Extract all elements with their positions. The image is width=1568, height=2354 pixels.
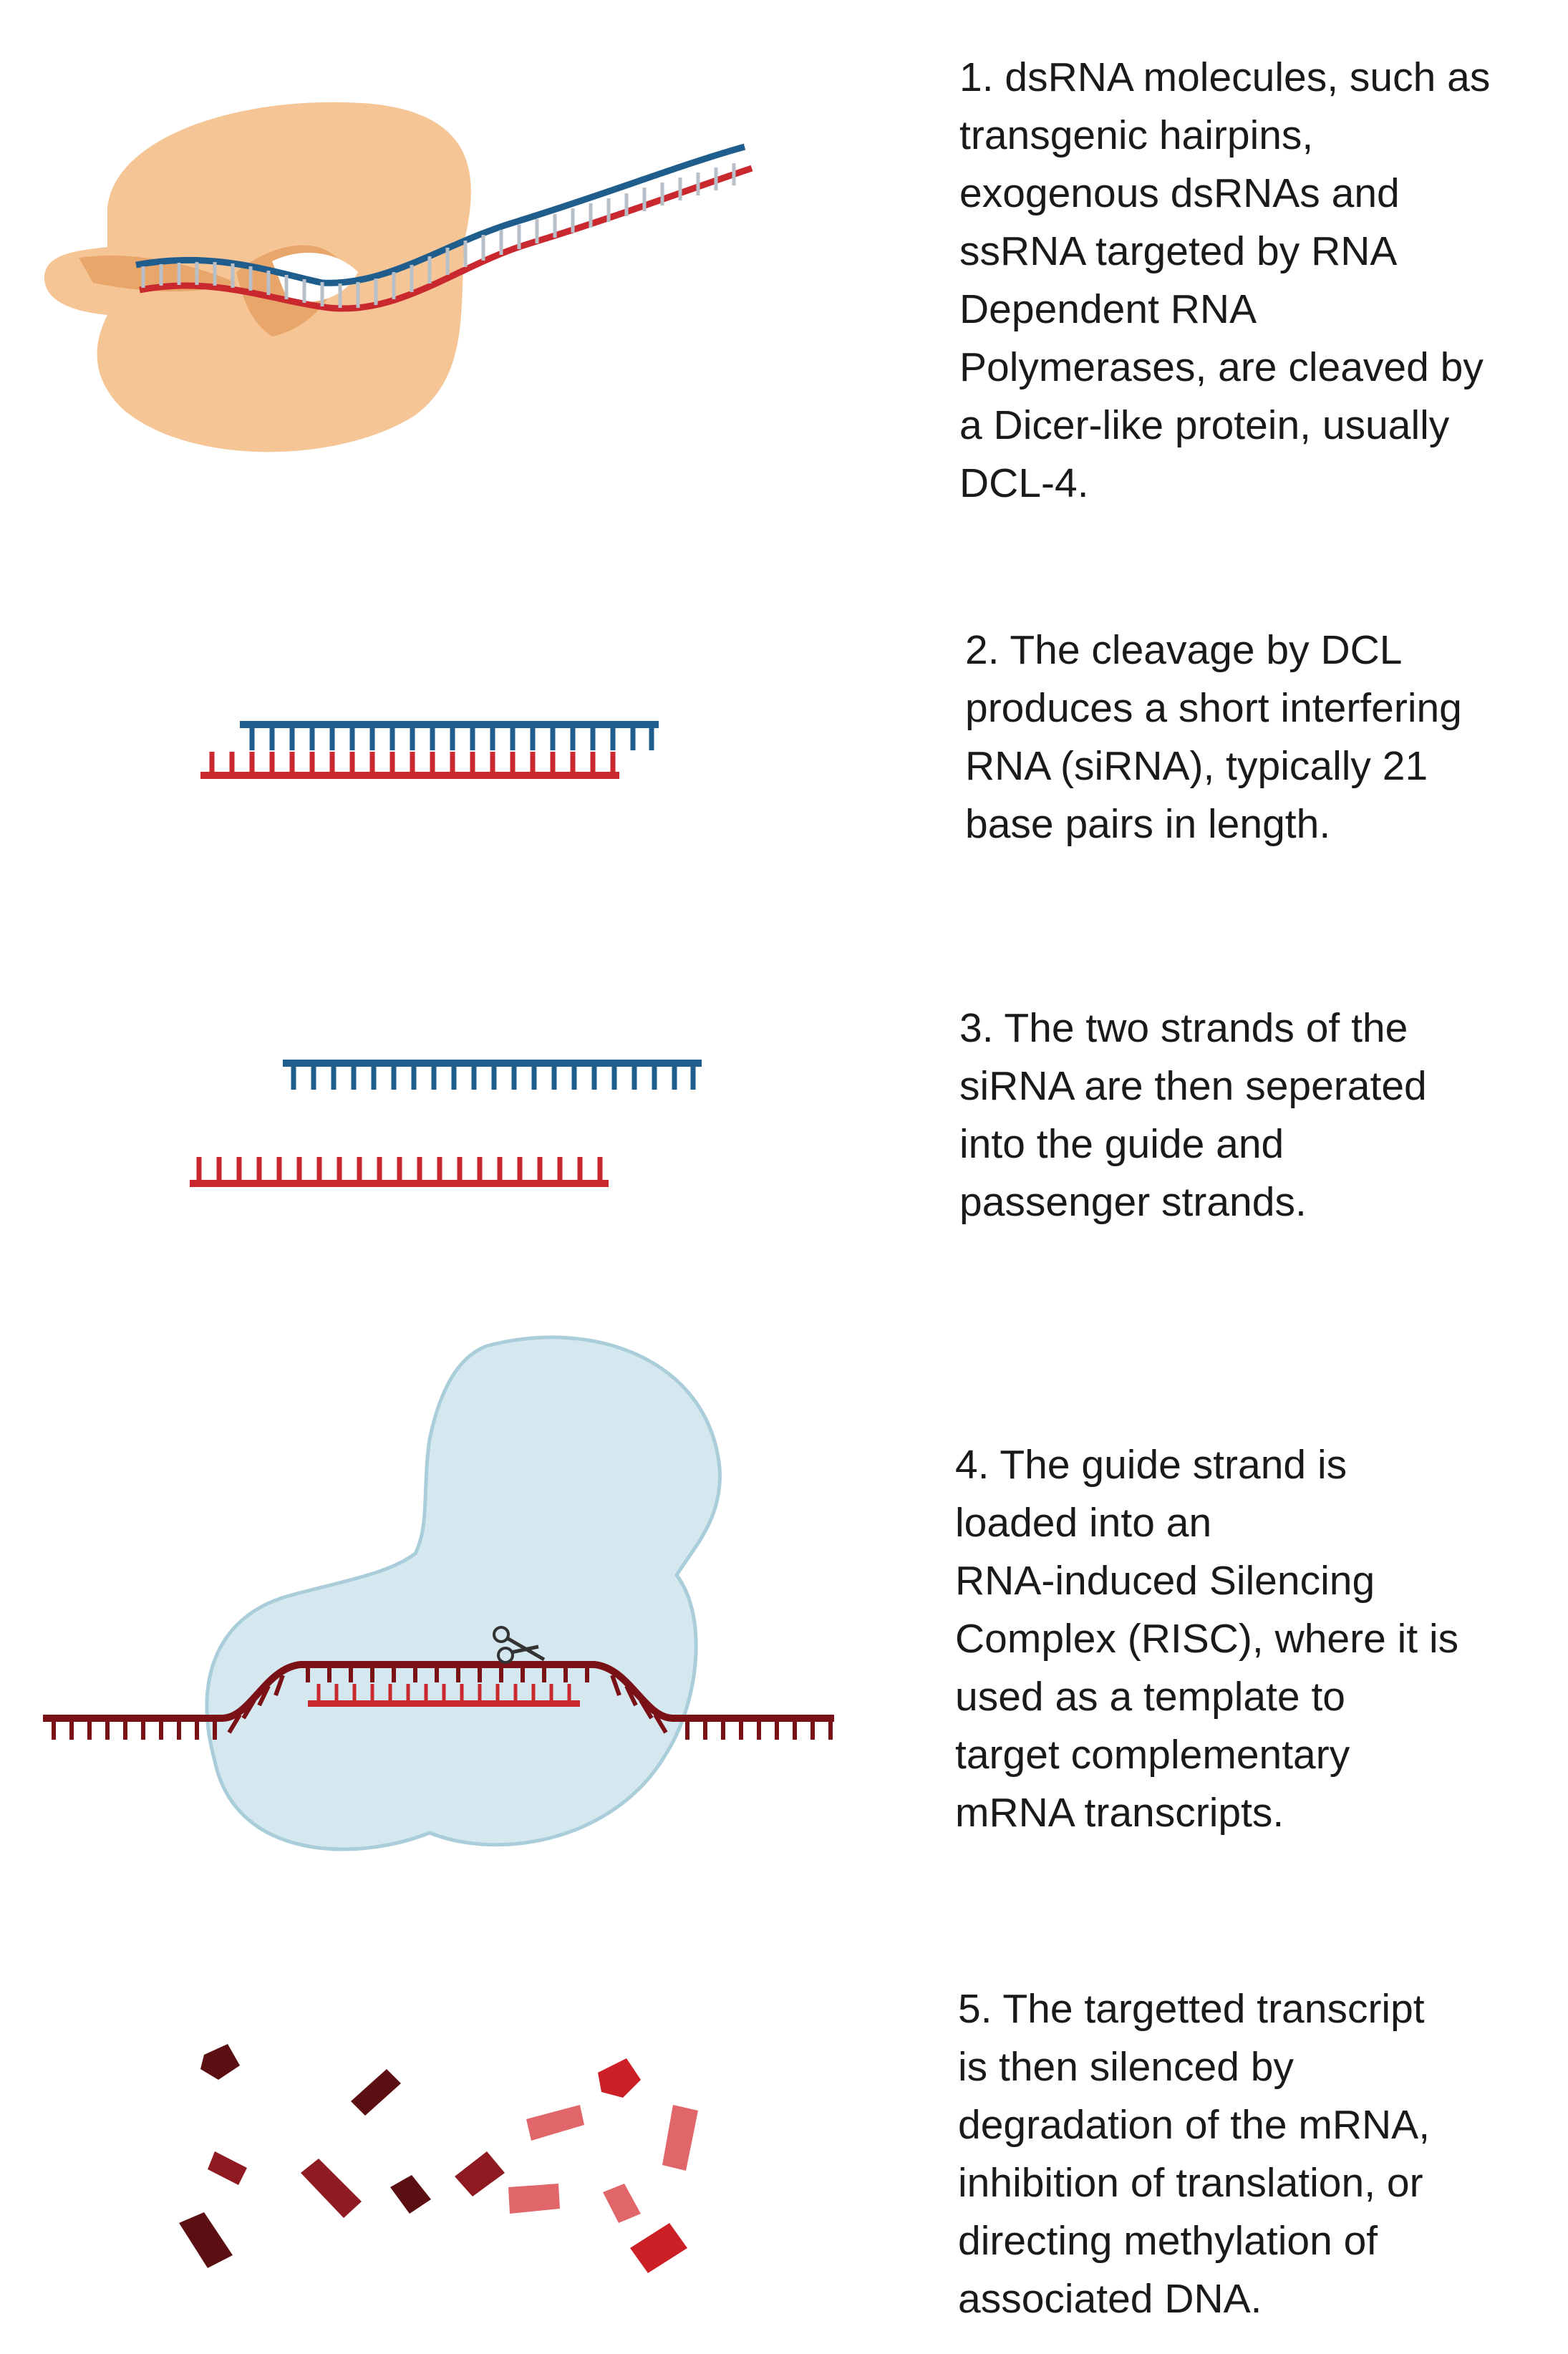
step-2-text: 2. The cleavage by DCL produces a short …: [965, 621, 1462, 853]
step-3-line: siRNA are then seperated: [959, 1063, 1427, 1109]
step-3-illustration: [190, 1060, 702, 1187]
mrna-fragment: [630, 2223, 687, 2273]
step-2-line: produces a short interfering: [965, 685, 1462, 731]
step-3-line: into the guide and: [959, 1121, 1284, 1167]
step-3-text: 3. The two strands of the siRNA are then…: [959, 999, 1427, 1231]
step-4-line: loaded into an: [955, 1500, 1212, 1546]
step-1-illustration: [44, 102, 753, 452]
loaded-guide-bases: [316, 1684, 571, 1703]
step-5-line: associated DNA.: [958, 2276, 1262, 2322]
step-4-text: 4. The guide strand is loaded into an RN…: [955, 1436, 1458, 1842]
dsrna-red-strand: [139, 165, 753, 312]
dicer-hole: [272, 253, 358, 302]
step-2-illustration: [200, 721, 659, 779]
step-4-line: used as a template to: [955, 1674, 1346, 1720]
step-1-line: Polymerases, are cleaved by: [959, 344, 1484, 390]
step-4-line: RNA-induced Silencing: [955, 1558, 1375, 1604]
step-1-line: ssRNA targeted by RNA: [959, 228, 1398, 274]
dicer-protein: [44, 102, 471, 452]
step-1-line: 1. dsRNA molecules, such as: [959, 54, 1491, 100]
step-4-line: Complex (RISC), where it is: [955, 1616, 1459, 1662]
mrna-fragment: [508, 2184, 560, 2214]
step-3-line: 3. The two strands of the: [959, 1005, 1408, 1051]
mrna-fragment: [662, 2105, 698, 2171]
passenger-strand-bases: [196, 1157, 603, 1183]
mrna-fragment: [301, 2159, 362, 2218]
step-3-line: passenger strands.: [959, 1179, 1307, 1225]
step-2-line: RNA (siRNA), typically 21: [965, 743, 1428, 789]
step-1-text: 1. dsRNA molecules, such as transgenic h…: [959, 49, 1490, 513]
mrna-fragment: [455, 2151, 505, 2196]
step-5-line: is then silenced by: [958, 2044, 1294, 2090]
step-5-illustration: [179, 2044, 698, 2273]
mrna-fragment: [603, 2184, 641, 2223]
sirna-blue-strand: [240, 721, 659, 728]
loaded-guide-strand: [308, 1700, 580, 1707]
step-2-line: 2. The cleavage by DCL: [965, 627, 1403, 673]
step-4-illustration: [43, 1335, 834, 1851]
sirna-blue-bases: [249, 725, 654, 750]
step-1-line: a Dicer-like protein, usually: [959, 402, 1450, 448]
mrna-fragment: [200, 2044, 240, 2080]
mrna-fragment: [526, 2105, 584, 2141]
guide-strand-bases: [291, 1063, 696, 1090]
step-4-line: mRNA transcripts.: [955, 1790, 1284, 1836]
risc-complex: [205, 1335, 722, 1851]
dsrna-hairpin: [135, 143, 753, 312]
mrna-fragment: [208, 2151, 247, 2185]
dsrna-blue-strand: [135, 143, 746, 286]
mrna-fragment: [351, 2069, 401, 2116]
dsrna-base-pairs: [141, 163, 736, 308]
step-5-text: 5. The targetted transcript is then sile…: [958, 1980, 1430, 2328]
step-5-line: 5. The targetted transcript: [958, 1986, 1425, 2032]
step-5-line: directing methylation of: [958, 2218, 1378, 2264]
mrna-fragment: [390, 2175, 431, 2214]
mrna-fragment: [598, 2058, 641, 2098]
step-2-line: base pairs in length.: [965, 801, 1331, 847]
step-4-line: 4. The guide strand is: [955, 1442, 1347, 1488]
step-1-line: DCL-4.: [959, 460, 1089, 506]
scissors-icon: [493, 1626, 546, 1664]
step-5-line: degradation of the mRNA,: [958, 2102, 1431, 2148]
sirna-red-bases: [209, 752, 616, 775]
target-mrna-strand: [43, 1661, 834, 1722]
mrna-bases: [52, 1665, 833, 1740]
step-1-line: Dependent RNA: [959, 286, 1257, 332]
step-5-line: inhibition of translation, or: [958, 2160, 1423, 2206]
step-1-line: exogenous dsRNAs and: [959, 170, 1400, 216]
step-1-line: transgenic hairpins,: [959, 112, 1314, 158]
mrna-fragment: [179, 2212, 233, 2268]
step-4-line: target complementary: [955, 1732, 1350, 1778]
